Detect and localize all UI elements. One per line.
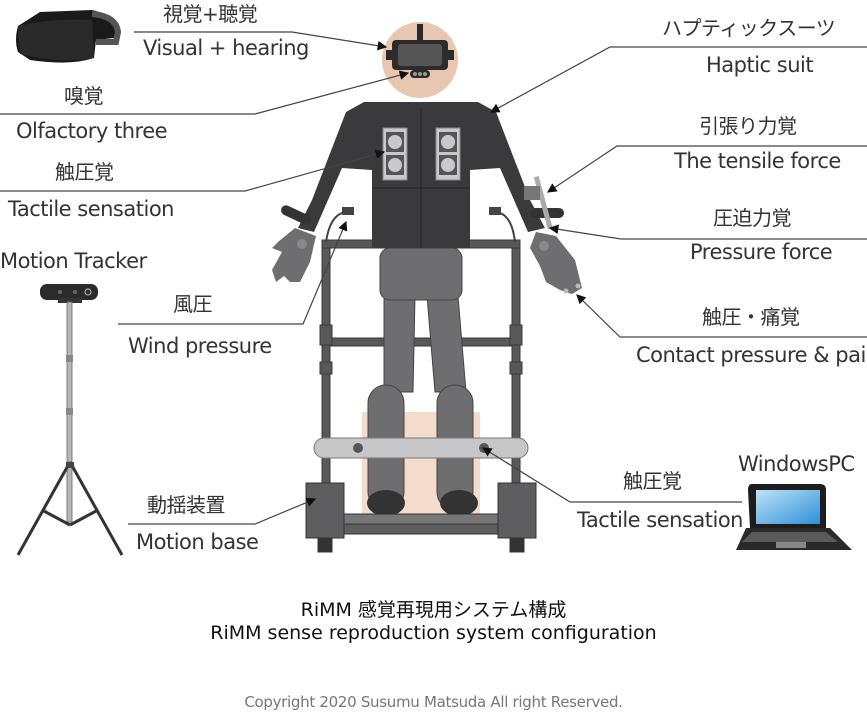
haptic-suit (298, 102, 545, 248)
hip (379, 247, 463, 301)
label-tactile-foot-jp: 触圧覚 (623, 469, 682, 493)
label-visual-jp: 視覚+聴覚 (163, 2, 258, 26)
title-jp: RiMM 感覚再現用システム構成 (300, 599, 567, 621)
label-olfactory-jp: 嗅覚 (64, 84, 104, 108)
vr-headset-icon (16, 10, 122, 63)
label-visual-en: Visual + hearing (143, 36, 309, 60)
vr-headset-worn (386, 24, 454, 78)
label-haptic-suit-jp: ハプティックスーツ (662, 16, 836, 40)
leader-lines (0, 31, 867, 525)
motion-base (305, 482, 537, 553)
label-motion-tracker: Motion Tracker (0, 249, 147, 273)
title-en: RiMM sense reproduction system configura… (210, 622, 657, 644)
left-glove (272, 228, 316, 282)
label-haptic-suit-en: Haptic suit (706, 53, 814, 77)
label-wind-en: Wind pressure (128, 334, 272, 358)
label-tactile-chest-en: Tactile sensation (8, 197, 174, 221)
label-windows-pc: WindowsPC (738, 452, 855, 476)
copyright: Copyright 2020 Susumu Matsuda All right … (244, 693, 623, 711)
right-glove (524, 176, 582, 294)
label-tactile-chest-jp: 触圧覚 (55, 160, 114, 184)
label-contact-jp: 触圧・痛覚 (702, 305, 800, 329)
label-contact-en: Contact pressure & pain (636, 343, 867, 367)
wind-nozzle-icon (325, 207, 516, 243)
label-motion-base-en: Motion base (136, 530, 259, 554)
label-tactile-foot-en: Tactile sensation (577, 508, 743, 532)
laptop-icon (736, 484, 852, 550)
motion-tracker-icon (16, 284, 124, 556)
label-tensile-jp: 引張り力覚 (699, 114, 797, 138)
label-pressure-en: Pressure force (690, 240, 833, 264)
right-foot (440, 490, 478, 516)
label-motion-base-jp: 動揺装置 (147, 493, 226, 517)
label-tensile-en: The tensile force (674, 149, 841, 173)
left-foot (367, 490, 405, 516)
knee-bar (313, 437, 529, 459)
label-wind-jp: 風圧 (173, 292, 213, 316)
label-pressure-jp: 圧迫力覚 (713, 206, 792, 230)
label-olfactory-en: Olfactory three (16, 119, 168, 143)
